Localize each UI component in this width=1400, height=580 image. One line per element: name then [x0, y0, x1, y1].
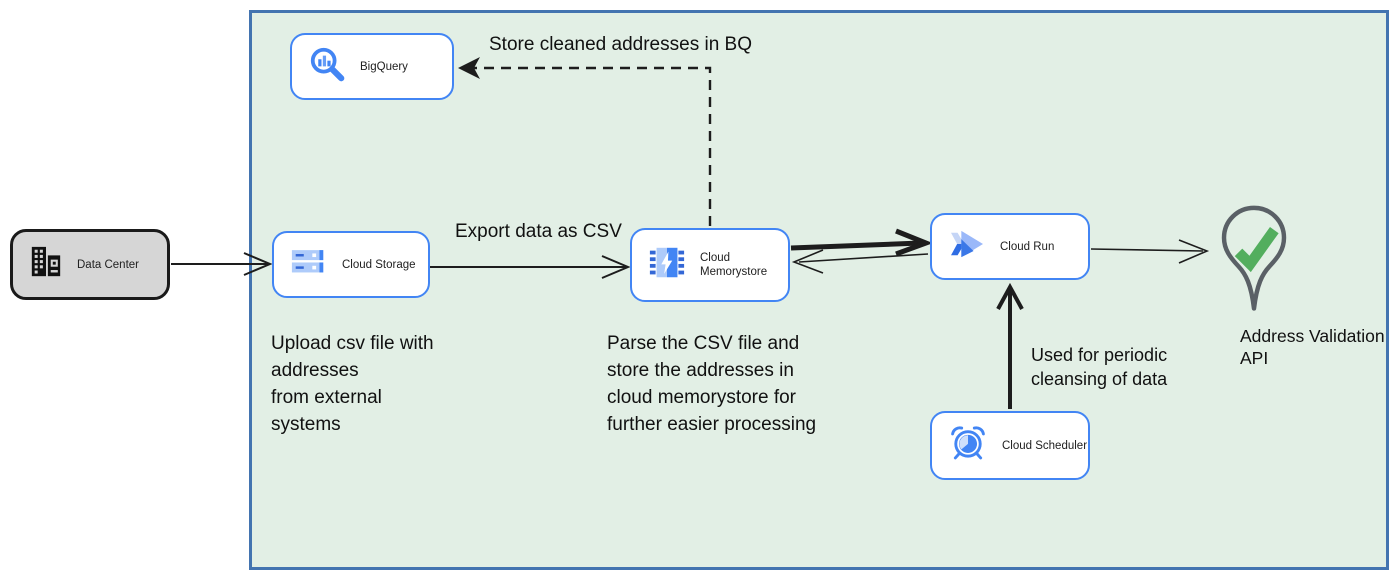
node-data-center: Data Center	[10, 229, 170, 300]
label-store-cleaned-addresses: Store cleaned addresses in BQ	[489, 34, 752, 55]
node-label: Cloud Memorystore	[700, 252, 768, 278]
map-pin-check-icon	[1220, 204, 1288, 327]
label-export-data-csv: Export data as CSV	[455, 221, 622, 242]
node-cloud-storage: Cloud Storage	[272, 231, 430, 298]
node-cloud-run: Cloud Run	[930, 213, 1090, 280]
node-cloud-memorystore: Cloud Memorystore	[630, 228, 790, 302]
cloud-run-chevrons-icon	[948, 228, 986, 265]
address-validation-api-label: Address Validation API	[1240, 326, 1385, 368]
note-parse-csv: Parse the CSV file and store the address…	[607, 333, 817, 435]
node-label: Cloud Run	[1000, 240, 1055, 253]
gcp-zone-container	[249, 10, 1389, 570]
bigquery-magnifier-icon	[308, 45, 346, 88]
node-cloud-scheduler: Cloud Scheduler	[930, 411, 1090, 480]
building-icon	[29, 245, 63, 284]
node-bigquery: BigQuery	[290, 33, 454, 100]
storage-disks-icon	[290, 247, 328, 282]
node-label: Cloud Scheduler	[1002, 439, 1088, 452]
scheduler-alarm-clock-icon	[948, 424, 988, 467]
node-label: BigQuery	[360, 60, 408, 73]
memorystore-chip-icon	[648, 244, 686, 287]
note-periodic-cleansing: Used for periodic cleansing of data	[1031, 345, 1168, 389]
node-label: Data Center	[77, 258, 140, 271]
node-label: Cloud Storage	[342, 258, 416, 271]
note-upload-csv: Upload csv file with addresses from exte…	[271, 333, 434, 435]
